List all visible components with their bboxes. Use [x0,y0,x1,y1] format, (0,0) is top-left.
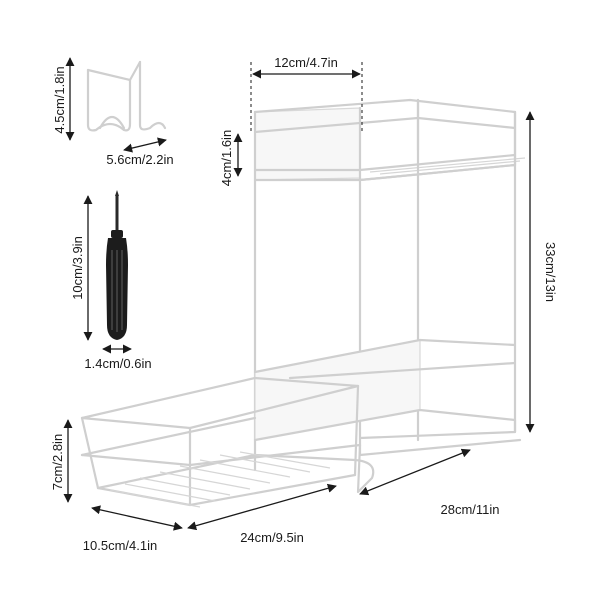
top-shelf [253,98,526,182]
basket-width-label: 10.5cm/4.1in [83,538,157,553]
total-height-label: 33cm/13in [543,242,558,302]
hook-icon [86,60,167,132]
top-shelf-width-label: 12cm/4.7in [274,55,338,70]
hook-height-label: 4.5cm/1.8in [52,66,67,133]
basket-width-arrow [91,505,183,531]
lower-shelf [253,338,522,457]
hook-width-label: 5.6cm/2.2in [106,152,173,167]
top-shelf-height-label: 4cm/1.6in [219,130,234,186]
basket-depth-arrow [187,483,337,531]
basket-height-label: 7cm/2.8in [50,434,65,490]
screwdriver-icon [106,190,128,340]
basket-depth-label: 24cm/9.5in [240,530,304,545]
base-depth-label: 28cm/11in [440,502,499,517]
screwdriver-length-label: 10cm/3.9in [70,236,85,300]
hook-width-arrow [123,137,167,153]
base-depth-arrow [359,448,471,496]
screwdriver-width-label: 1.4cm/0.6in [84,356,151,371]
